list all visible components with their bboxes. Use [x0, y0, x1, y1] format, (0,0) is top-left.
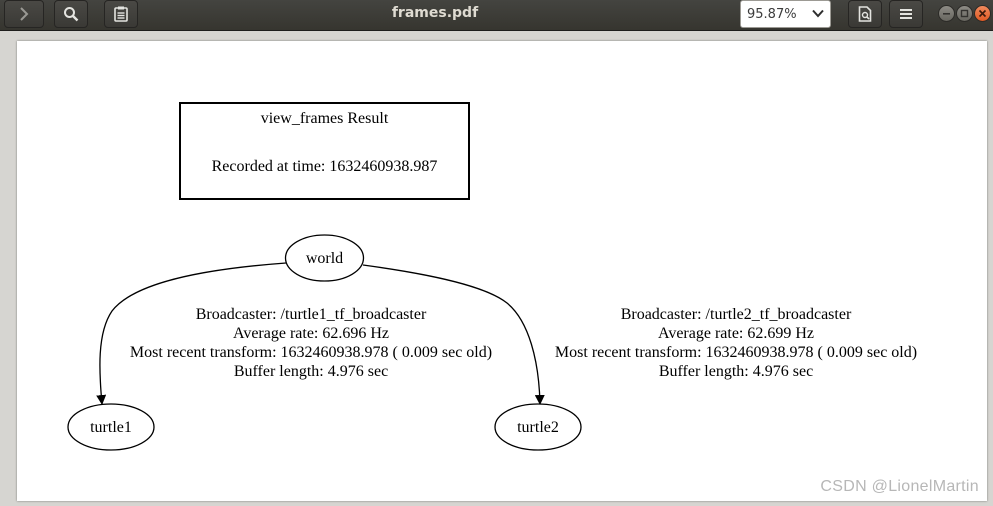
search-icon [64, 7, 79, 22]
zoom-select[interactable]: 95.87% [740, 0, 831, 28]
tf-frames-graph: view_frames Result Recorded at time: 163… [67, 102, 917, 451]
minimize-icon [943, 13, 950, 15]
edge2-broadcaster: Broadcaster: /turtle2_tf_broadcaster [621, 306, 852, 323]
maximize-icon [960, 9, 969, 18]
result-box-title: view_frames Result [261, 110, 389, 127]
hamburger-menu-icon [900, 9, 912, 19]
document-page: view_frames Result Recorded at time: 163… [17, 41, 987, 501]
annotate-button[interactable] [848, 0, 882, 28]
node-turtle2 [494, 403, 582, 451]
watermark: CSDN @LionelMartin [820, 478, 979, 495]
close-button[interactable] [974, 5, 991, 22]
edge-world-turtle1 [96, 262, 287, 405]
annotate-icon [858, 6, 872, 22]
edge2-average-rate: Average rate: 62.699 Hz [658, 325, 814, 342]
edge-world-turtle2 [362, 264, 545, 405]
sidebar-toggle-button[interactable] [4, 0, 44, 28]
chevron-right-icon [20, 7, 29, 21]
menu-button[interactable] [889, 0, 923, 28]
edge2-most-recent: Most recent transform: 1632460938.978 ( … [555, 344, 917, 361]
chevron-down-icon [812, 9, 824, 18]
result-box-recorded-time: Recorded at time: 1632460938.987 [212, 158, 438, 175]
edge1-average-rate: Average rate: 62.696 Hz [233, 325, 389, 342]
header-bar: frames.pdf 95.87% [0, 0, 993, 31]
node-world [284, 234, 365, 282]
zoom-value: 95.87% [747, 7, 797, 22]
result-box [179, 102, 470, 200]
maximize-button[interactable] [956, 5, 973, 22]
node-turtle1 [67, 403, 155, 451]
close-icon [978, 9, 987, 18]
node-world-label: world [306, 250, 343, 267]
edge2-buffer-length: Buffer length: 4.976 sec [659, 363, 813, 380]
minimize-button[interactable] [938, 5, 955, 22]
edge1-broadcaster: Broadcaster: /turtle1_tf_broadcaster [196, 306, 427, 323]
document-properties-icon [114, 6, 128, 22]
window-title: frames.pdf [391, 5, 479, 21]
node-turtle2-label: turtle2 [517, 419, 559, 436]
document-properties-button[interactable] [104, 0, 138, 28]
search-button[interactable] [54, 0, 88, 28]
node-turtle1-label: turtle1 [90, 419, 132, 436]
edge1-buffer-length: Buffer length: 4.976 sec [234, 363, 388, 380]
edge1-most-recent: Most recent transform: 1632460938.978 ( … [130, 344, 492, 361]
